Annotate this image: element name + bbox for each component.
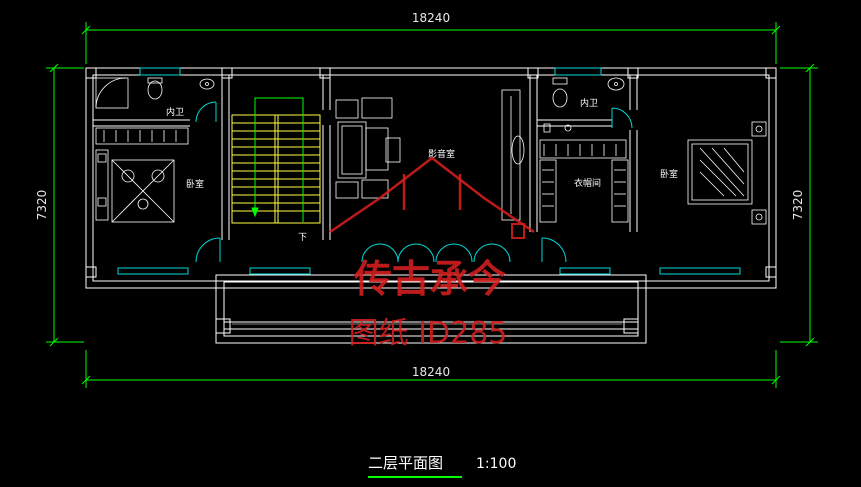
staircase [231,114,321,224]
label-stair-down: 下 [298,233,307,243]
right-bed [687,121,767,225]
watermark-brand: 传古承今 [353,257,506,301]
left-wardrobe [95,127,189,145]
top-width-dimension: 18240 [412,11,450,25]
media-room-furniture [335,89,525,221]
left-bed [95,149,175,223]
label-media-room: 影音室 [428,148,455,160]
left-depth-dimension: 7320 [35,190,49,221]
label-left-bedroom: 卧室 [186,178,204,190]
bottom-width-dimension: 18240 [412,365,450,379]
closet-shelving [539,139,629,223]
dimension-lines [46,22,818,388]
label-right-bedroom: 卧室 [660,168,678,180]
label-left-bathroom: 内卫 [166,106,184,118]
label-right-bathroom: 内卫 [580,97,598,109]
doors [195,101,633,263]
drawing-title: 二层平面图 [368,454,443,472]
watermark-logo: 传古承今 图纸 ID285 [329,156,535,351]
windows [117,67,741,275]
right-depth-dimension: 7320 [791,190,805,221]
walls [85,67,777,344]
watermark-drawing-id: 图纸 ID285 [349,316,508,351]
drawing-scale: 1:100 [476,456,516,472]
railing-hatch [100,280,760,325]
stair-direction-arrow [251,97,304,222]
left-bath-fixtures [95,77,215,109]
label-walk-in-closet: 衣帽间 [574,177,601,189]
right-bath-fixtures [543,77,625,133]
